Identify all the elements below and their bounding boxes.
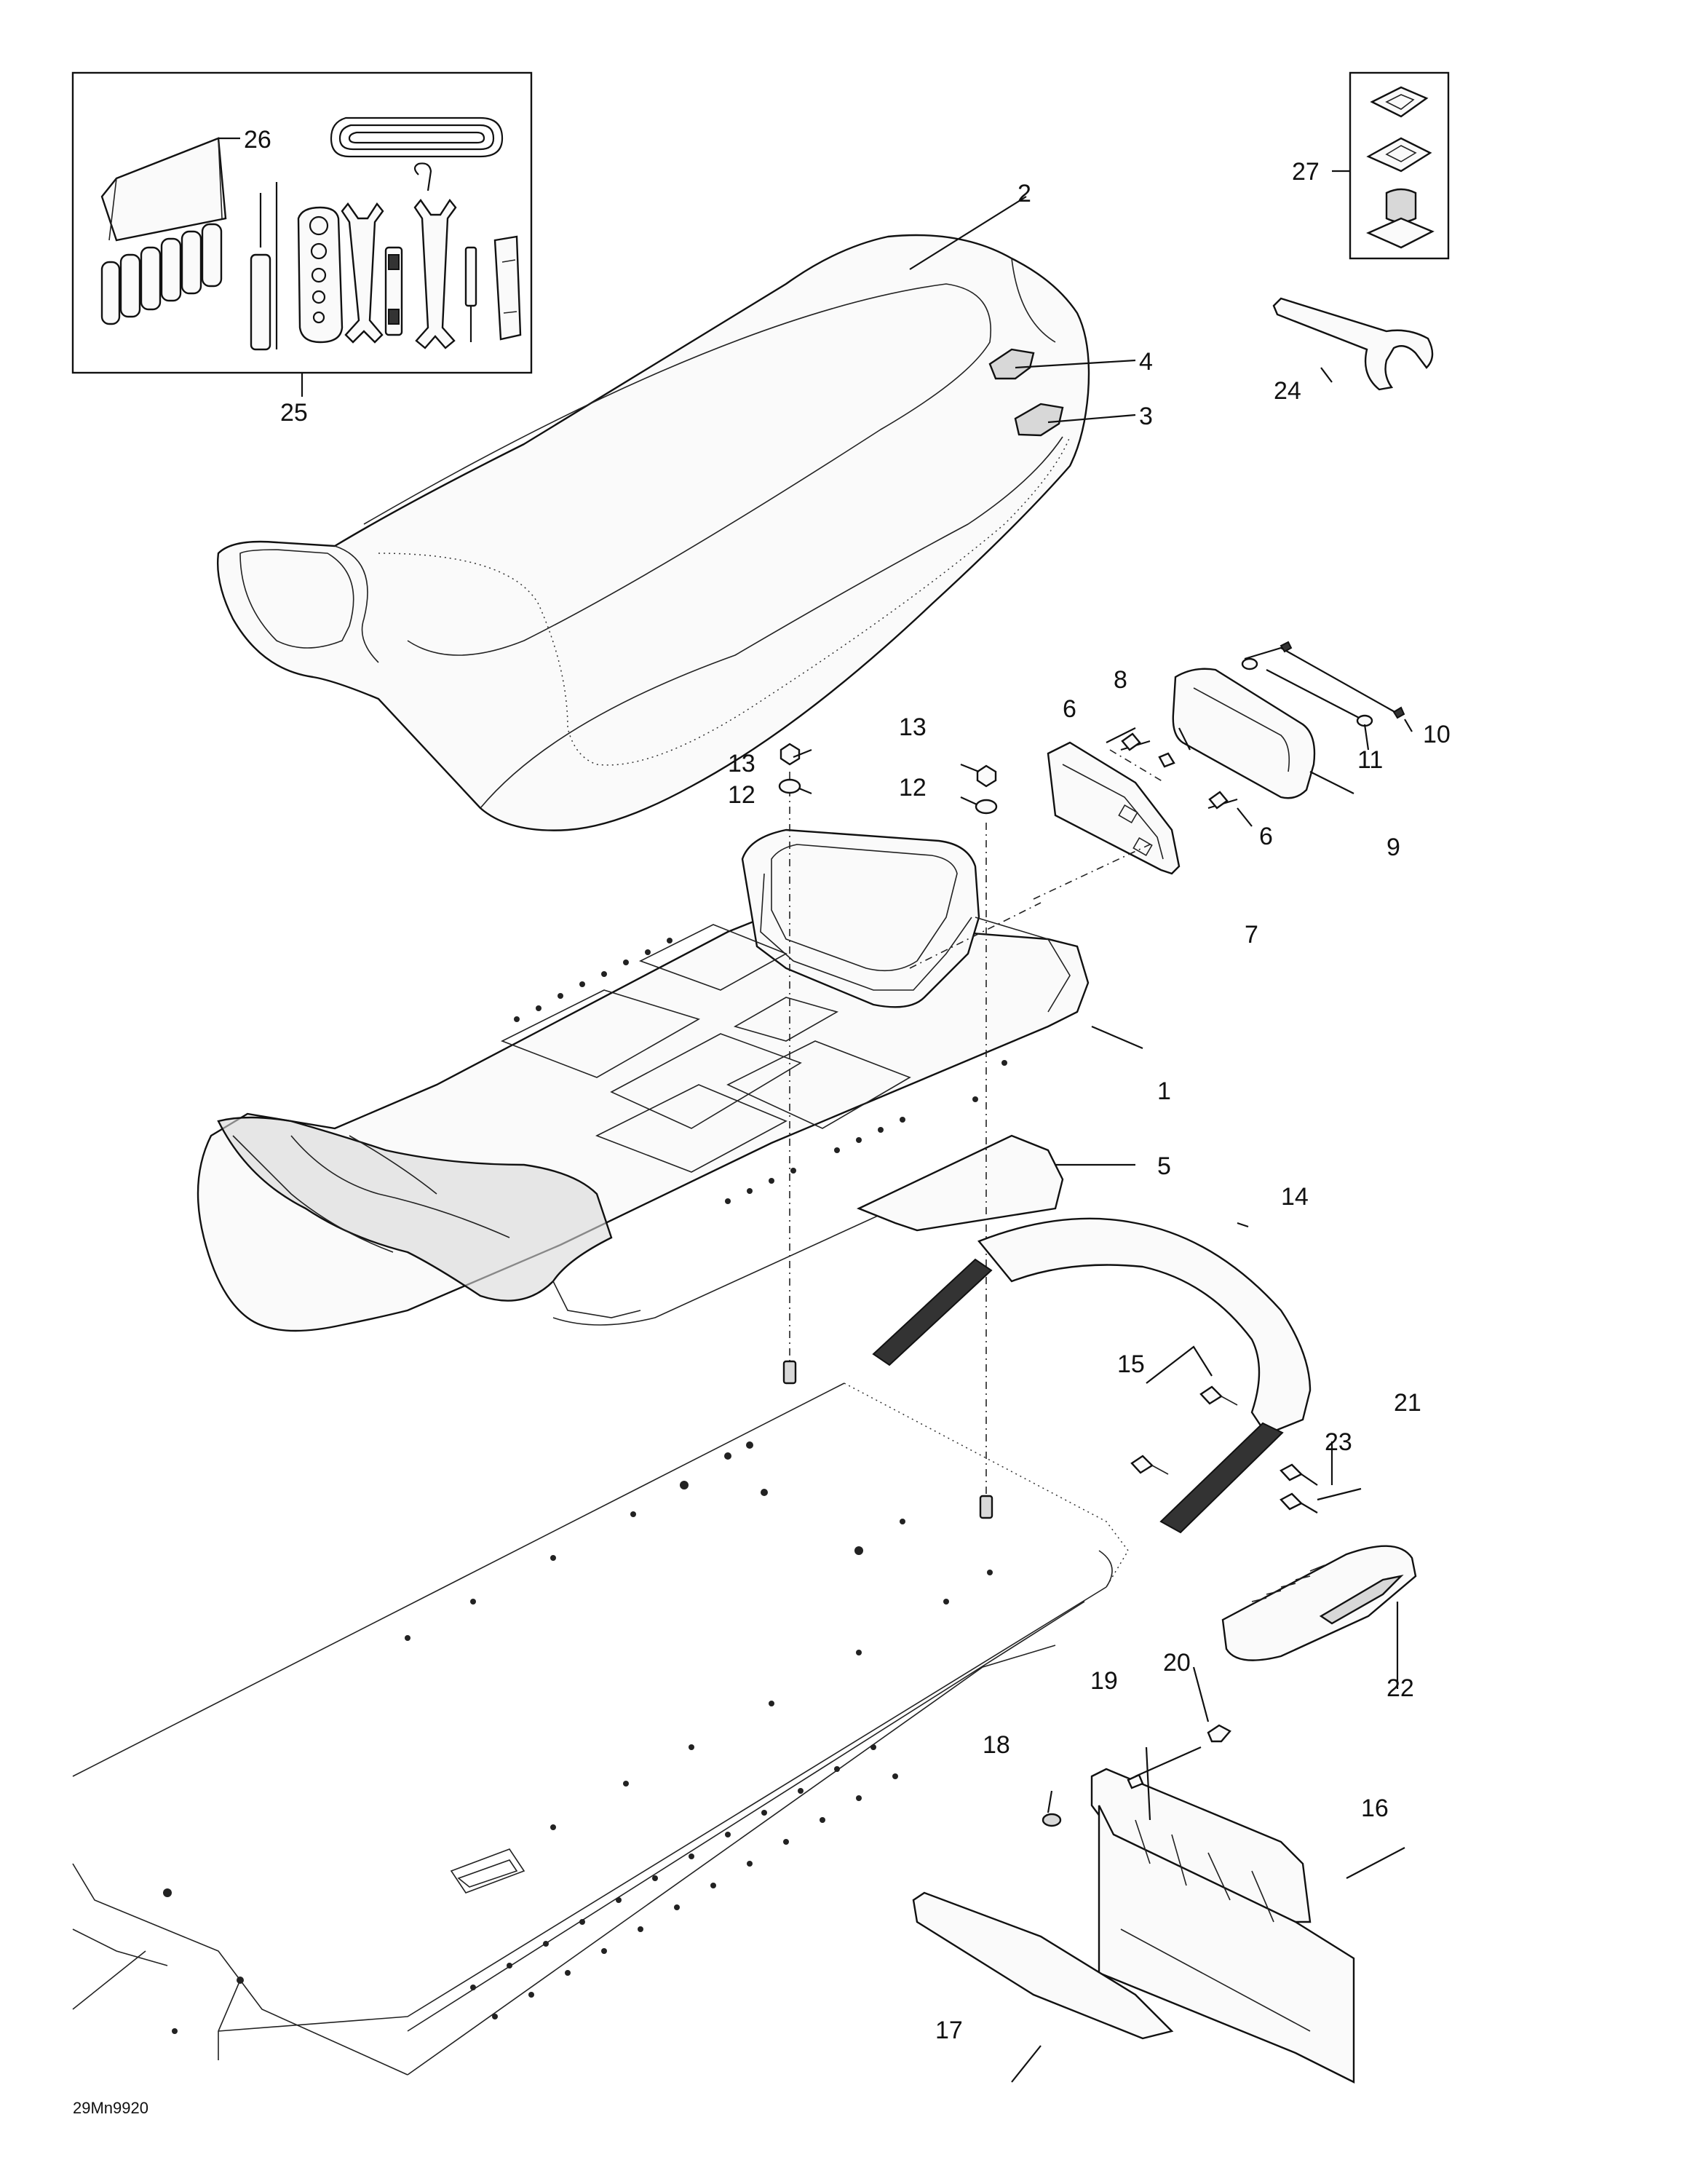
callout-25: 25 <box>280 399 308 427</box>
callout-14: 14 <box>1281 1183 1309 1211</box>
part-27-inset <box>1349 71 1450 260</box>
callout-6b: 6 <box>1259 823 1273 850</box>
callout-4: 4 <box>1139 348 1153 376</box>
spanner-wrench <box>1272 297 1434 391</box>
callout-12a: 12 <box>728 781 755 809</box>
callout-24: 24 <box>1274 377 1301 405</box>
leader-lines <box>218 137 1413 2083</box>
callout-13a: 13 <box>728 750 755 778</box>
base-holes <box>514 938 1007 1204</box>
callout-26: 26 <box>244 126 271 154</box>
snow-flap-assembly <box>912 1724 1355 2084</box>
tunnel-holes <box>163 1441 993 2034</box>
tail-light-assembly <box>909 641 1405 969</box>
studs <box>778 743 998 1519</box>
seat-base <box>197 828 1090 1332</box>
callout-6a: 6 <box>1063 695 1076 723</box>
drawing-code: 29Mn9920 <box>73 2099 148 2117</box>
callout-1: 1 <box>1157 1077 1171 1105</box>
callout-3: 3 <box>1139 403 1153 430</box>
tunnel-body <box>72 1382 1129 2076</box>
callout-10: 10 <box>1423 721 1451 748</box>
callout-12b: 12 <box>899 774 927 802</box>
rear-pad <box>1221 1463 1417 1661</box>
callout-8: 8 <box>1114 666 1127 694</box>
callout-16: 16 <box>1361 1795 1389 1822</box>
callout-9: 9 <box>1387 834 1400 861</box>
callout-18: 18 <box>983 1731 1010 1759</box>
base-plate <box>857 1134 1064 1232</box>
callout-27: 27 <box>1292 158 1320 186</box>
callout-13b: 13 <box>899 713 927 741</box>
callout-20: 20 <box>1163 1649 1191 1677</box>
callout-22: 22 <box>1387 1674 1414 1702</box>
callout-5: 5 <box>1157 1152 1171 1180</box>
callout-labels: 1 2 3 4 5 6 6 7 8 9 10 11 12 12 13 13 14… <box>244 126 1451 2044</box>
callout-15: 15 <box>1117 1350 1145 1378</box>
callout-17: 17 <box>935 2017 963 2044</box>
callout-23: 23 <box>1325 1428 1352 1456</box>
tool-kit-inset <box>71 71 533 374</box>
grab-handle <box>872 1217 1312 1534</box>
seat-cushion <box>217 234 1090 831</box>
callout-2: 2 <box>1017 180 1031 207</box>
pouch-pockets <box>100 223 223 325</box>
callout-19: 19 <box>1090 1667 1118 1695</box>
callout-11: 11 <box>1357 746 1383 774</box>
callout-7: 7 <box>1245 921 1258 949</box>
callout-21: 21 <box>1394 1389 1421 1417</box>
